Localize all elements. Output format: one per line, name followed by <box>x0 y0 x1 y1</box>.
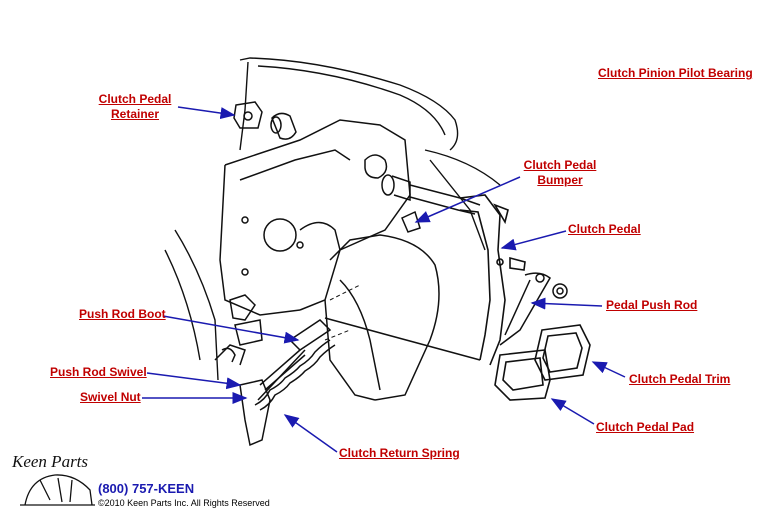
swivel-and-spring <box>221 319 336 447</box>
arrow-return-spring <box>283 414 338 453</box>
label-clutch-pinion-pilot-bearing[interactable]: Clutch Pinion Pilot Bearing <box>598 66 753 80</box>
label-clutch-pedal-pad[interactable]: Clutch Pedal Pad <box>596 420 695 434</box>
label-push-rod-boot[interactable]: Push Rod Boot <box>79 307 166 321</box>
clutch-pedal-arm <box>459 194 526 366</box>
label-line: Bumper <box>537 173 583 187</box>
label-pedal-push-rod[interactable]: Pedal Push Rod <box>606 298 698 312</box>
label-swivel-nut[interactable]: Swivel Nut <box>80 390 141 404</box>
label-line: Clutch Pedal <box>523 158 597 172</box>
label-line: Retainer <box>110 107 160 121</box>
arrow-push-rod-swivel <box>146 372 242 390</box>
pedal-box-bracket <box>214 119 440 401</box>
arrow-pedal-bumper <box>414 176 521 223</box>
firewall-outline <box>164 57 501 381</box>
copyright-text: ©2010 Keen Parts Inc. All Rights Reserve… <box>98 498 270 508</box>
phone-number[interactable]: (800) 757-KEEN <box>98 481 195 496</box>
arrow-push-rod-boot <box>162 315 300 344</box>
label-clutch-pedal-trim[interactable]: Clutch Pedal Trim <box>629 372 731 386</box>
arrow-pedal-retainer <box>177 106 236 120</box>
keen-parts-logo: Keen Parts <box>12 452 89 471</box>
label-clutch-pedal-bumper[interactable]: Clutch Pedal Bumper <box>521 158 599 188</box>
arrow-pedal <box>500 230 567 251</box>
label-clutch-pedal[interactable]: Clutch Pedal <box>568 222 641 236</box>
label-line: Clutch Pedal <box>98 92 172 106</box>
logo-car-icon <box>20 474 95 506</box>
arrow-pedal-trim <box>591 361 626 378</box>
arrow-pedal-push-rod <box>530 297 603 310</box>
label-clutch-pedal-retainer[interactable]: Clutch Pedal Retainer <box>98 92 172 122</box>
callout-arrows <box>142 106 626 453</box>
label-clutch-return-spring[interactable]: Clutch Return Spring <box>339 446 460 460</box>
reference-dashes <box>324 284 361 341</box>
pedal-pad-and-trim <box>494 324 591 401</box>
pedal-push-rod <box>324 272 568 361</box>
label-push-rod-swivel[interactable]: Push Rod Swivel <box>50 365 147 379</box>
arrow-pedal-pad <box>550 398 595 425</box>
